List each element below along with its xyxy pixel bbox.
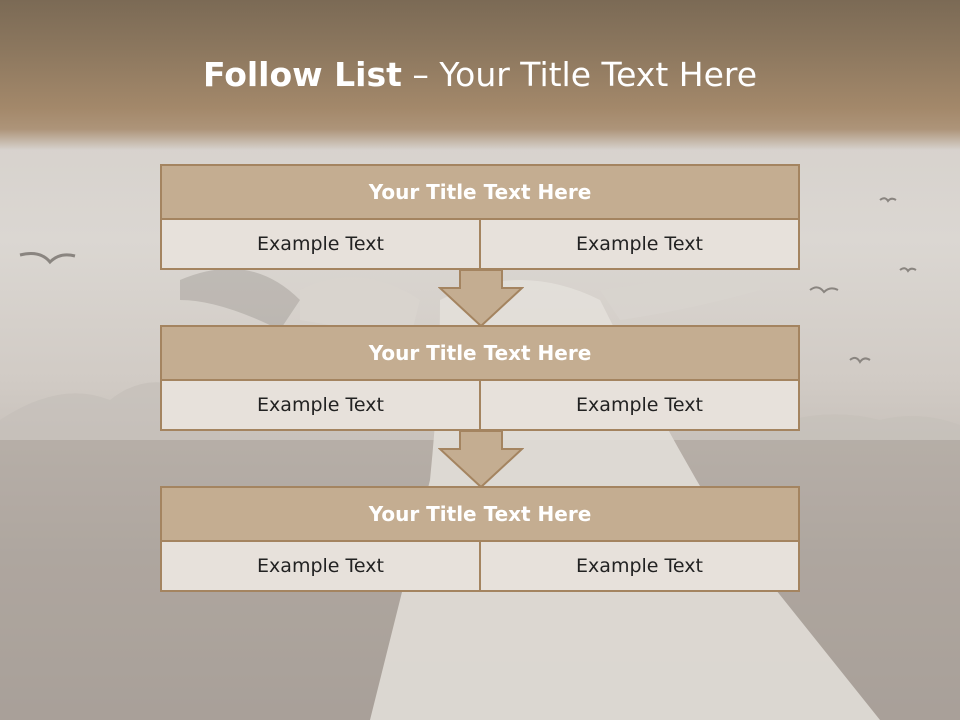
block-cell-left: Example Text — [162, 542, 479, 590]
block-cell-right: Example Text — [479, 381, 798, 429]
block-row: Example Text Example Text — [160, 220, 800, 270]
block-cell-right: Example Text — [479, 220, 798, 268]
list-block-3: Your Title Text Here Example Text Exampl… — [160, 486, 800, 592]
down-arrow-icon — [438, 430, 524, 489]
list-block-2: Your Title Text Here Example Text Exampl… — [160, 325, 800, 431]
slide-title-bold: Follow List — [202, 55, 402, 94]
block-row: Example Text Example Text — [160, 381, 800, 431]
slide-title-rest: – Your Title Text Here — [401, 55, 758, 94]
block-cell-right: Example Text — [479, 542, 798, 590]
block-title: Your Title Text Here — [160, 164, 800, 220]
header-band — [0, 0, 960, 150]
block-cell-left: Example Text — [162, 381, 479, 429]
block-title: Your Title Text Here — [160, 486, 800, 542]
slide-title: Follow List – Your Title Text Here — [0, 55, 960, 94]
block-row: Example Text Example Text — [160, 542, 800, 592]
block-title: Your Title Text Here — [160, 325, 800, 381]
block-cell-left: Example Text — [162, 220, 479, 268]
down-arrow-icon — [438, 269, 524, 328]
list-block-1: Your Title Text Here Example Text Exampl… — [160, 164, 800, 270]
